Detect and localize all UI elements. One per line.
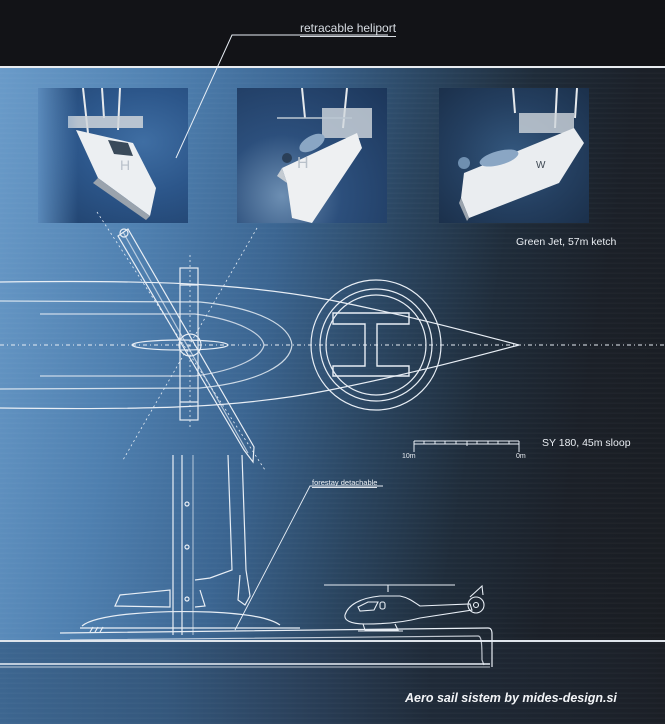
svg-text:W: W — [536, 160, 546, 171]
photo-helicopter-parked: W — [439, 88, 589, 223]
green-jet-caption: Green Jet, 57m ketch — [516, 236, 617, 248]
sy180-caption: SY 180, 45m sloop — [542, 437, 631, 449]
side-view-yacht — [0, 454, 493, 668]
yacht-helicopter-render-icon: H — [277, 88, 372, 223]
bottom-band — [0, 642, 665, 724]
scale-left-label: 10m — [402, 453, 416, 460]
heliport-annotation: retracable heliport — [300, 21, 397, 37]
scale-right-label: 0m — [516, 453, 526, 460]
photo-heliport-empty: H — [38, 88, 188, 223]
top-view-hull — [0, 228, 520, 464]
top-divider-line — [0, 66, 665, 68]
top-dark-band — [0, 0, 665, 67]
bottom-divider-line — [0, 640, 665, 642]
yacht-render-icon: H — [68, 88, 156, 220]
yacht-helicopter-parked-icon: W — [458, 88, 584, 221]
footer-credit: Aero sail sistem by mides-design.si — [405, 691, 617, 705]
forestay-annotation: forestay detachable — [312, 478, 378, 488]
heliport-leader-line — [175, 34, 388, 159]
photo-helicopter-landing: H — [237, 88, 387, 223]
svg-text:H: H — [297, 155, 309, 172]
svg-text:H: H — [120, 157, 130, 173]
scale-bar — [413, 440, 520, 452]
helicopter-drawing — [324, 584, 485, 632]
